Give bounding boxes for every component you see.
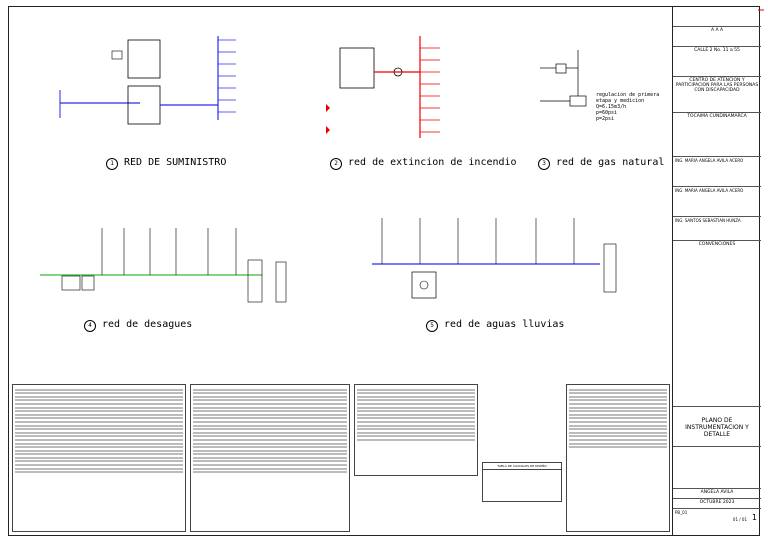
caption-number: 3 [538, 158, 550, 170]
notes-block-1 [12, 384, 186, 532]
rain-tank [411, 271, 437, 299]
caption-fire: 2 red de extincion de incendio [330, 157, 517, 170]
drain-stacks [101, 228, 237, 275]
fire-tank [339, 47, 375, 89]
design-flow-table: TABLA DE CAUDALES DE DISEÑO [482, 462, 562, 502]
notes-block-4 [566, 384, 670, 532]
gas-label-reg2: etapa y medicion [596, 98, 645, 104]
caption-number: 4 [84, 320, 96, 332]
supply-tank-bottom [127, 85, 161, 125]
gas-network [540, 50, 587, 107]
tb-role-3: ING. SANTOS SEBASTIAN HUNZA [673, 216, 761, 240]
caption-number: 5 [426, 320, 438, 332]
tb-logo: A A A [673, 26, 761, 46]
gas-label-reg: regulacion de primera [596, 92, 660, 98]
drain-outlet [275, 261, 287, 303]
tb-address: CALLE 2 No. 11 a 55 [673, 46, 761, 76]
caption-text: red de desagues [102, 319, 193, 330]
tb-sheet-title: PLANO DE INSTRUMENTACION Y DETALLE [673, 406, 761, 446]
tb-convenciones: CONVENCIONES [673, 240, 761, 400]
rain-outlet [603, 243, 617, 293]
tb-place: TOCAIMA CUNDINAMARCA [673, 112, 761, 142]
caption-gas: 3 red de gas natural [538, 157, 664, 170]
caption-supply: 1 RED DE SUMINISTRO [106, 157, 226, 170]
drain-manhole [247, 259, 263, 303]
rain-pump-icon [419, 280, 429, 290]
drawing-sheet [8, 6, 760, 536]
tb-code: PB_01 [675, 510, 688, 515]
gas-regulator-labels: regulacion de primera etapa y medicion Q… [596, 92, 659, 122]
caption-number: 2 [330, 158, 342, 170]
tb-role-2: ING. MARIA ANGELA AVILA ACERO [673, 186, 761, 210]
gas-label-p1: p=60psi [596, 110, 618, 116]
gas-label-flow: Q=6.15m3/h [596, 104, 627, 110]
tb-revisions [673, 446, 761, 486]
fire-siamese-icon [322, 104, 330, 112]
supply-network [59, 36, 236, 125]
caption-rainwater: 5 red de aguas lluvias [426, 319, 564, 332]
tb-sheet-no: 1 [751, 513, 757, 522]
fire-branches [420, 47, 440, 133]
tb-designer: ANGELA AVILA [673, 488, 761, 498]
design-flow-table-title: TABLA DE CAUDALES DE DISEÑO [483, 463, 561, 470]
tb-project: CENTRO DE ATENCION Y PARTICIPACION PARA … [673, 76, 761, 112]
gas-regulator-box [569, 95, 587, 107]
tb-sheets: 01 / 01 [732, 517, 747, 522]
rain-stacks [381, 218, 575, 264]
caption-text: red de aguas lluvias [444, 319, 565, 330]
caption-text: red de extincion de incendio [348, 157, 517, 168]
tb-footer: PB_01 01 / 01 1 [673, 508, 761, 534]
tb-date: OCTUBRE 2023 [673, 498, 761, 508]
notes-block-3 [354, 384, 478, 476]
drain-box-1 [61, 275, 81, 291]
caption-text: red de gas natural [556, 157, 665, 168]
drain-box-2 [81, 275, 95, 291]
caption-text: RED DE SUMINISTRO [124, 157, 227, 168]
fire-network [322, 36, 440, 138]
supply-branches [218, 39, 236, 113]
rainwater-network [372, 218, 617, 299]
supply-tank-top [127, 39, 161, 79]
gas-meter-box [555, 63, 567, 74]
caption-drainage: 4 red de desagues [84, 319, 192, 332]
pump-box [111, 50, 123, 60]
tb-role-1: ING. MARIA ANGELA AVILA ACERO [673, 156, 761, 180]
gas-label-p2: p=2psi [596, 116, 615, 122]
drainage-network [40, 228, 287, 303]
title-block: A A A CALLE 2 No. 11 a 55 CENTRO DE ATEN… [672, 6, 761, 536]
caption-number: 1 [106, 158, 118, 170]
notes-block-2 [190, 384, 350, 532]
fire-hydrant-icon [322, 126, 330, 134]
